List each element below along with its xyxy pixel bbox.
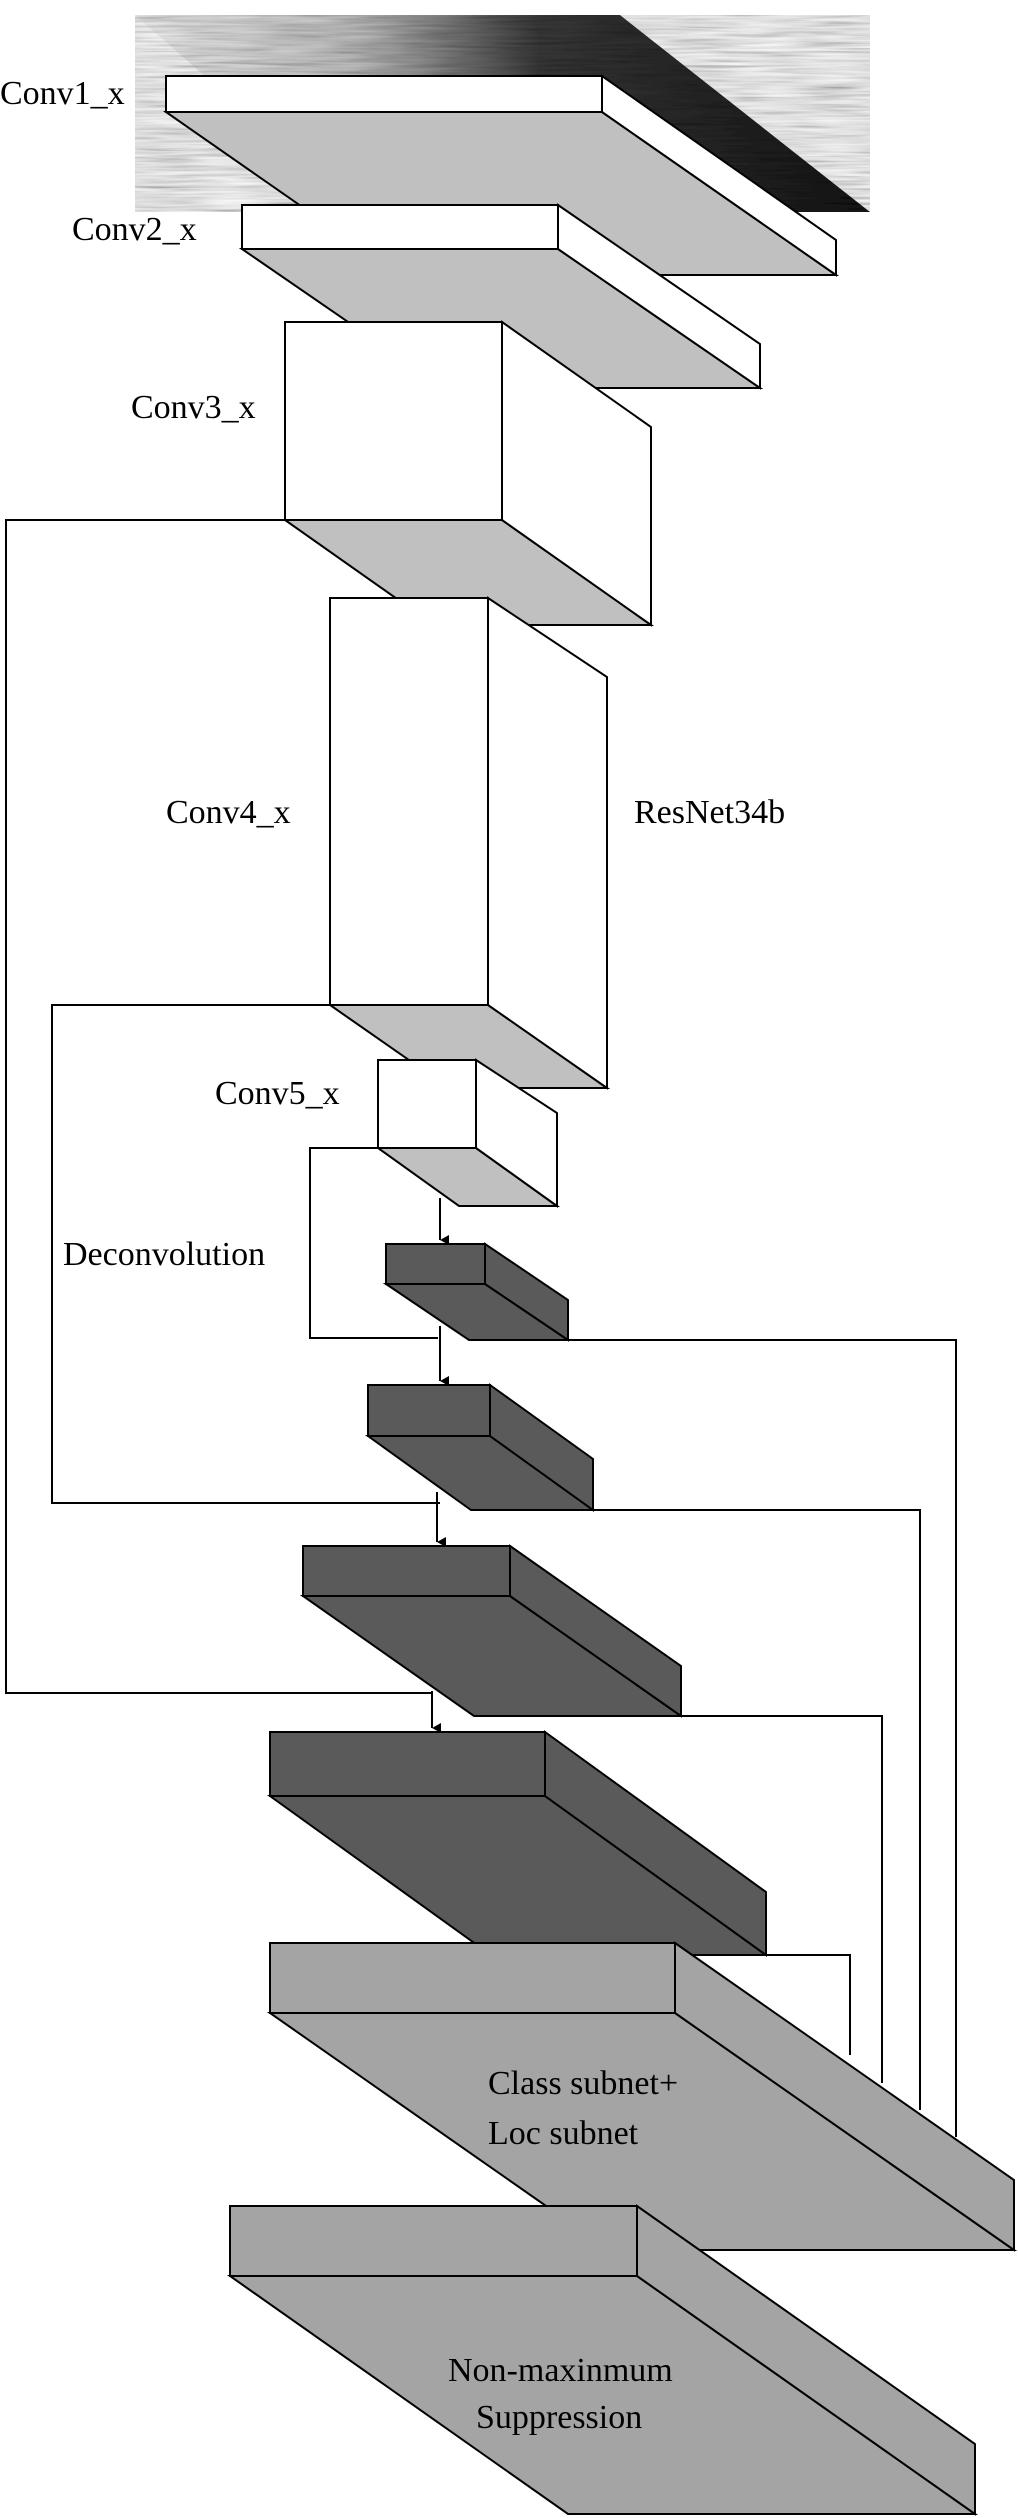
skip-connection-conv3 <box>5 519 432 1694</box>
conv4-side <box>487 596 608 1090</box>
label-nms-line2: Suppression <box>476 2399 642 2436</box>
conv1-block <box>162 74 840 277</box>
deconv-block-2 <box>364 1383 597 1512</box>
head-face <box>269 1942 676 2014</box>
conv2-block <box>238 203 764 390</box>
conv3-face <box>284 321 503 521</box>
lateral-output-2 <box>593 1509 921 2110</box>
label-conv5: Conv5_x <box>215 1075 340 1112</box>
conv4-face <box>329 597 489 1006</box>
conv5-face <box>377 1059 477 1149</box>
skip-connection-conv4 <box>51 1004 440 1504</box>
label-head-line1: Class subnet+ <box>488 2065 678 2102</box>
label-head-line2: Loc subnet <box>488 2115 639 2152</box>
deconv4-face <box>269 1731 546 1797</box>
label-conv1: Conv1_x <box>0 75 125 112</box>
lateral-output-3 <box>681 1715 883 2083</box>
deconv-block-4 <box>266 1730 770 1957</box>
conv4-block <box>326 596 611 1090</box>
conv3-block <box>281 320 655 627</box>
lateral-output-1 <box>568 1339 957 2137</box>
head-block <box>266 1941 1018 2252</box>
nms-block <box>226 2204 979 2516</box>
deconv1-face <box>385 1243 486 1285</box>
label-conv3: Conv3_x <box>131 389 256 426</box>
conv5-block <box>374 1058 561 1208</box>
nms-face <box>229 2205 638 2277</box>
conv2-face <box>241 204 559 250</box>
skip-connection-conv5 <box>309 1147 438 1339</box>
label-conv4: Conv4_x <box>166 794 291 831</box>
deconv2-face <box>367 1384 491 1437</box>
label-nms-line1: Non-maxinmum <box>448 2352 673 2389</box>
label-conv2: Conv2_x <box>72 211 197 248</box>
conv1-face <box>165 75 603 113</box>
deconv-block-1 <box>382 1242 572 1342</box>
deconv-block-3 <box>299 1544 685 1718</box>
deconv3-face <box>302 1545 511 1597</box>
label-deconvolution: Deconvolution <box>63 1236 265 1273</box>
label-backbone: ResNet34b <box>634 794 785 831</box>
